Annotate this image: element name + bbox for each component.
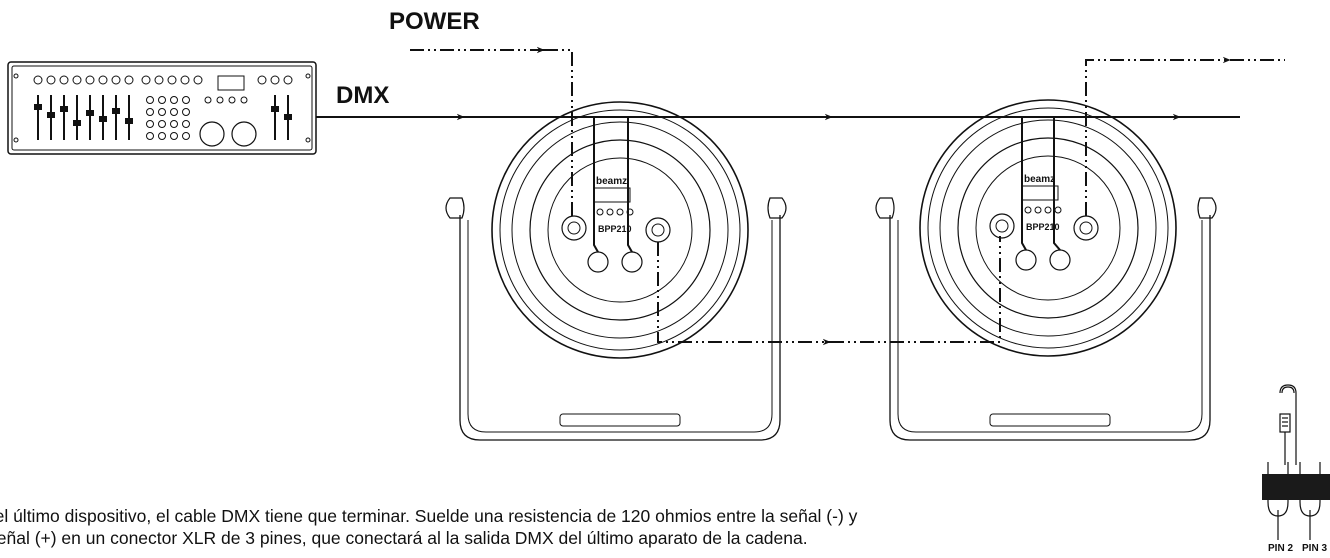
power-label: POWER (389, 8, 480, 35)
dmx-label: DMX (336, 82, 390, 109)
termination-instructions-line-1: n el último dispositivo, el cable DMX ti… (0, 506, 858, 526)
dmx-controller (7, 61, 317, 155)
fixture-2-model: BPP210 (1026, 222, 1060, 232)
termination-instructions: n el último dispositivo, el cable DMX ti… (0, 505, 1080, 549)
dmx-cable (316, 113, 1240, 253)
termination-instructions-line-2: señal (+) en un conector XLR de 3 pines,… (0, 528, 808, 548)
pin-3-label: PIN 3 (1302, 543, 1328, 554)
fixture-1-brand: beamz (596, 176, 627, 187)
par-fixture-2: beamz BPP210 (875, 99, 1217, 441)
fixture-2-brand: beamz (1024, 174, 1055, 185)
par-fixture-1: beamz BPP210 (445, 101, 787, 441)
xlr-terminator-connector-body (1262, 474, 1330, 500)
xlr-terminator-drawing (1267, 384, 1321, 540)
power-cable (410, 46, 1285, 346)
pin-2-label: PIN 2 (1268, 543, 1294, 554)
fixture-1-model: BPP210 (598, 224, 632, 234)
